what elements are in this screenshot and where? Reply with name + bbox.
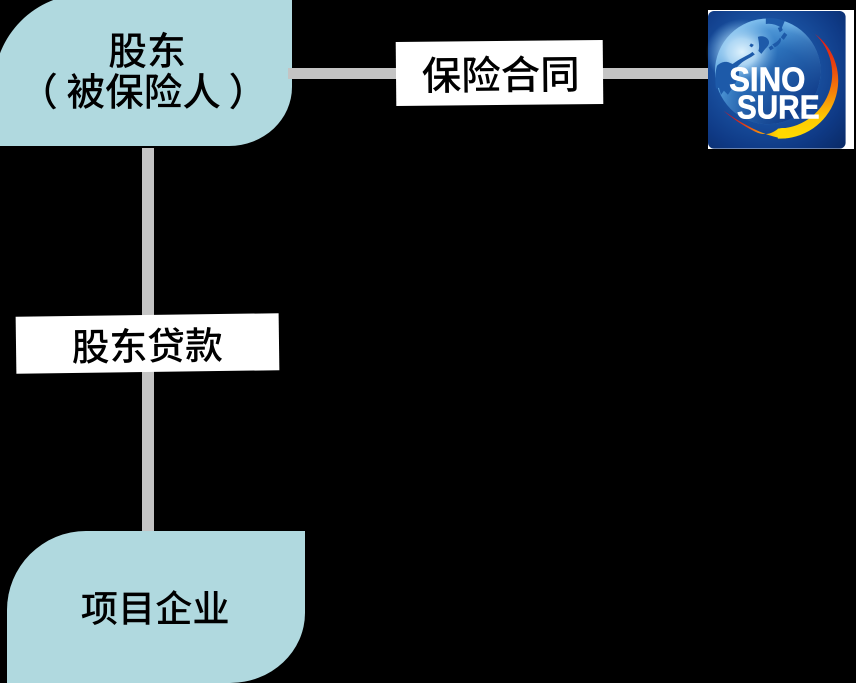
svg-text:SURE: SURE [737, 90, 820, 127]
svg-text:SINO: SINO [730, 61, 806, 99]
